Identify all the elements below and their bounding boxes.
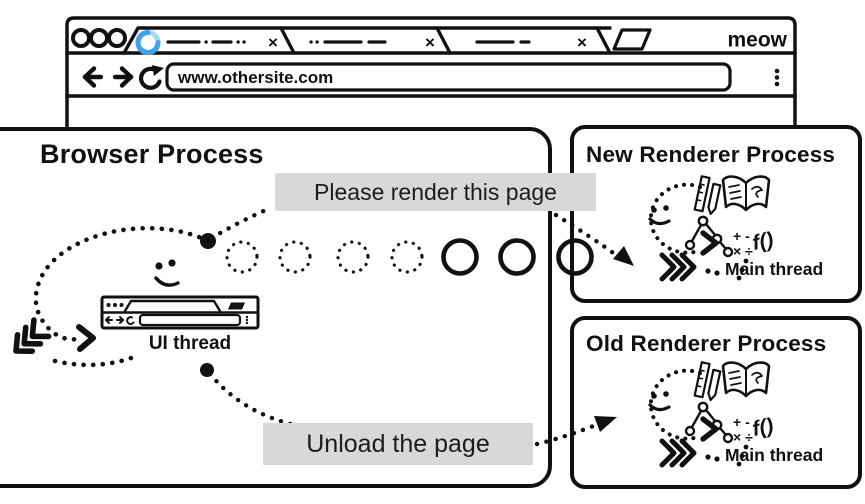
browser-window-frame bbox=[65, 16, 797, 128]
render-message-bubble: Please render this page bbox=[275, 173, 596, 211]
tab-close-icon[interactable]: × bbox=[268, 33, 278, 52]
tab-close-icon[interactable]: × bbox=[425, 33, 435, 52]
tab-separator bbox=[595, 26, 612, 55]
unload-message-bubble: Unload the page bbox=[263, 423, 533, 465]
url-text: www.othersite.com bbox=[177, 68, 333, 87]
tab-close-icon[interactable]: × bbox=[577, 33, 587, 52]
new-tab-button[interactable] bbox=[612, 28, 652, 51]
browser-process-title: Browser Process bbox=[40, 139, 264, 169]
url-field[interactable] bbox=[165, 62, 732, 92]
traffic-lights-icon[interactable] bbox=[71, 28, 127, 48]
nav-bar: www.othersite.com bbox=[82, 62, 780, 92]
menu-icon[interactable] bbox=[774, 68, 780, 87]
tab-background-2[interactable]: × bbox=[475, 33, 587, 52]
ui-thread-label: UI thread bbox=[148, 333, 232, 354]
old-renderer-title: Old Renderer Process bbox=[586, 331, 827, 356]
tab-top-edge bbox=[122, 26, 612, 55]
back-icon[interactable] bbox=[82, 66, 104, 88]
tab-strip[interactable] bbox=[122, 26, 652, 55]
browser-window: × × × meow www.othersite.co bbox=[65, 16, 797, 128]
forward-icon[interactable] bbox=[112, 66, 134, 88]
reload-icon[interactable] bbox=[138, 65, 164, 90]
loading-spinner-icon bbox=[135, 30, 161, 55]
new-renderer-title: New Renderer Process bbox=[586, 142, 836, 167]
tab-background-1[interactable]: × bbox=[309, 33, 435, 52]
brand-label: meow bbox=[727, 29, 787, 52]
tab-separator bbox=[279, 26, 296, 55]
tab-loading[interactable]: × bbox=[135, 30, 278, 55]
tab-separator bbox=[435, 26, 452, 55]
